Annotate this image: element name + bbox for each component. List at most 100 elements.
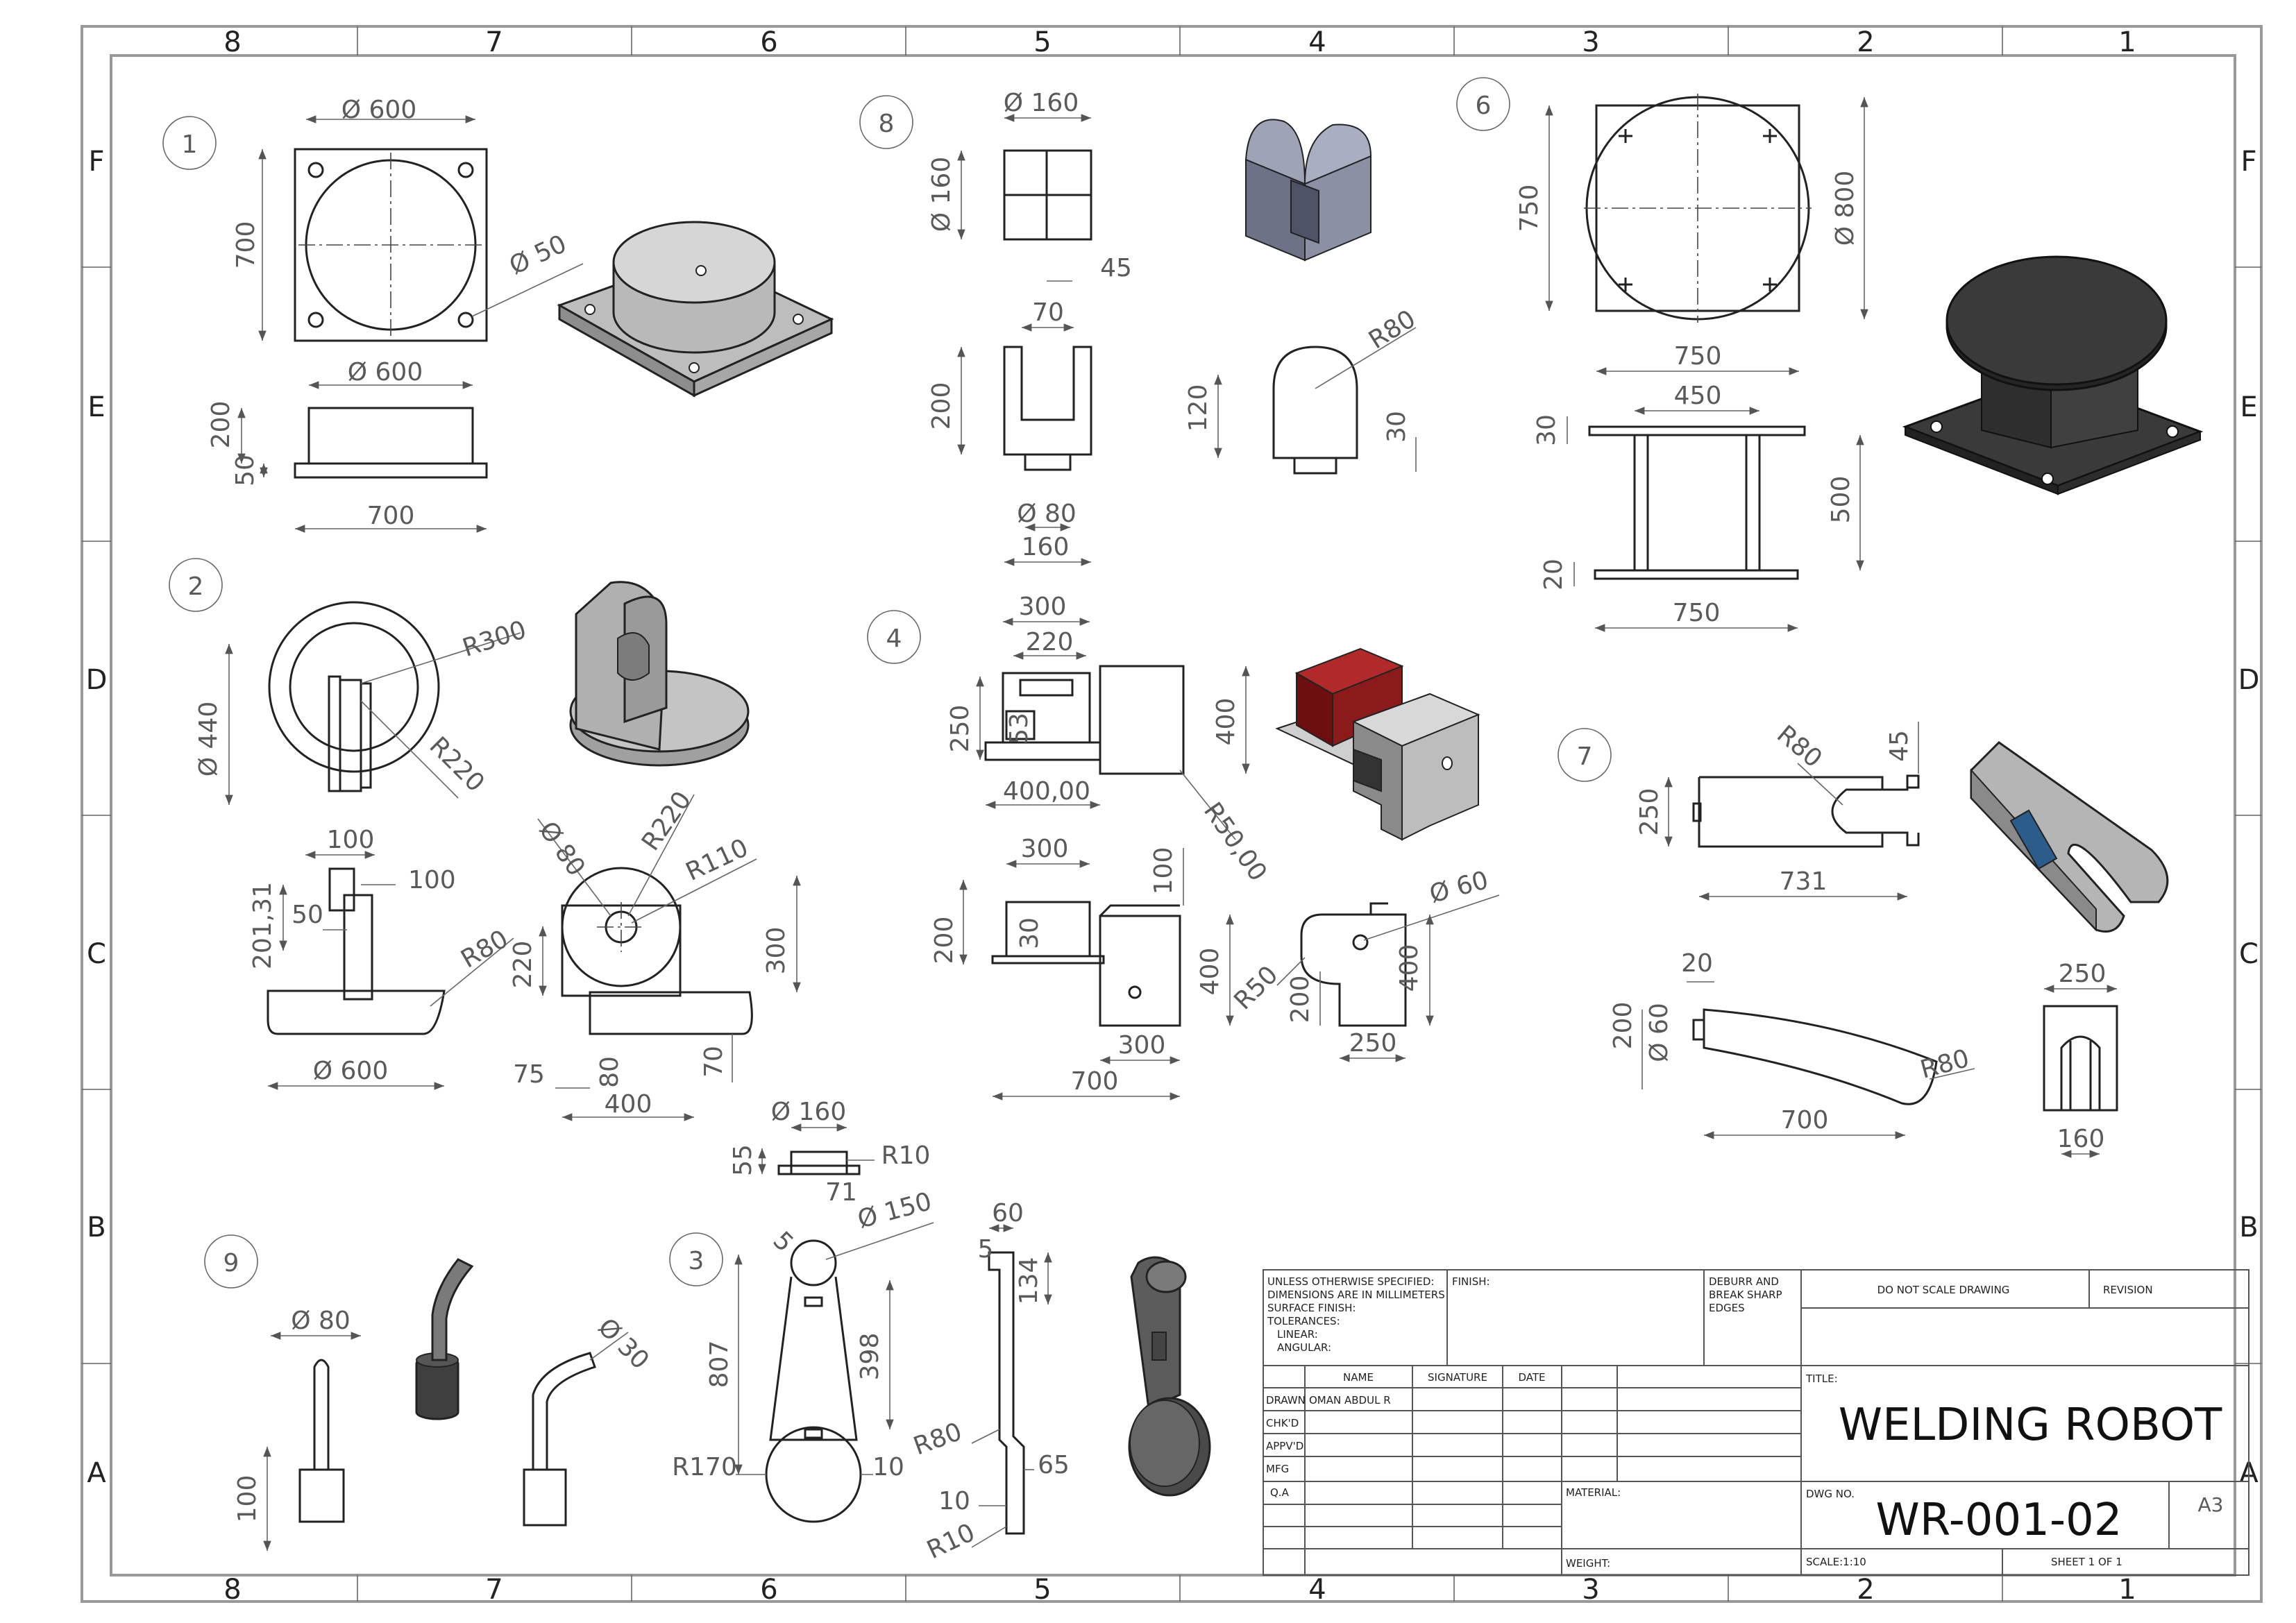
view-4-balloon [867, 610, 921, 664]
tb-drawn-name: OMAN ABDUL R [1309, 1394, 1391, 1407]
view-3-balloon [669, 1232, 723, 1286]
zone-top-4: 4 [1308, 26, 1326, 58]
tb-deburr-1: BREAK SHARP [1709, 1289, 1782, 1301]
v6-dim-20: 20 [1539, 559, 1568, 590]
zone-bottom-7: 7 [485, 1574, 503, 1606]
view-1-balloon [162, 116, 217, 170]
v2-dim-R220-side: R220 [636, 786, 697, 856]
v3-dim-55: 55 [729, 1144, 757, 1176]
v3-dim-398: 398 [856, 1333, 884, 1381]
tb-title-label: TITLE: [1805, 1373, 1838, 1385]
v6-dim-500: 500 [1827, 476, 1855, 524]
zone-left-F: F [88, 146, 104, 178]
zone-right-B: B [2239, 1212, 2258, 1243]
outer-frame [81, 25, 2263, 1603]
zone-labels: 8 7 6 5 4 3 2 1 8 7 6 5 4 3 2 1 F E D C … [86, 26, 2260, 1606]
v4-dim-100: 100 [1149, 847, 1178, 895]
tb-scale: SCALE:1:10 [1806, 1556, 1866, 1568]
v7-dim-200: 200 [1609, 1002, 1637, 1050]
v7-dim-R80-side: R80 [1918, 1044, 1973, 1085]
v8-dim-45: 45 [1100, 254, 1132, 282]
view-7-forearm: 7 250 R80 45 731 20 200 Ø 60 R80 700 250… [1558, 720, 2169, 1158]
v4-dim-250: 250 [946, 705, 974, 753]
v3-dim-65: 65 [1038, 1451, 1070, 1479]
v4-dim-300-bottom: 300 [1118, 1031, 1166, 1060]
tb-do-not-scale: DO NOT SCALE DRAWING [1877, 1284, 2010, 1296]
v2-dim-50: 50 [292, 901, 323, 929]
v2-dim-70: 70 [700, 1046, 728, 1078]
v7-dim-250-end: 250 [2059, 960, 2107, 988]
view-2-balloon [169, 558, 223, 612]
zone-left-D: D [86, 664, 108, 696]
view-1-base-plate: 1 Ø 600 700 Ø 50 Ø 600 200 50 700 [162, 96, 834, 533]
view-9-balloon [204, 1234, 258, 1289]
v4-dim-R50: R50 [1229, 960, 1283, 1015]
tb-note-0: UNLESS OTHERWISE SPECIFIED: [1267, 1275, 1434, 1288]
v4-dim-53: 53 [1005, 713, 1033, 745]
tb-row-drawn: DRAWN [1266, 1394, 1306, 1407]
view-2-rotary-base: 2 Ø 440 R300 R220 100 100 201,31 50 R80 … [169, 558, 801, 1121]
v1-dim-700-bottom: 700 [367, 502, 415, 530]
v8-dim-dia160-top: Ø 160 [1004, 89, 1079, 117]
v3-dim-134: 134 [1015, 1257, 1043, 1305]
tb-note-4: LINEAR: [1277, 1328, 1318, 1341]
v4-dim-R50-00: R50,00 [1198, 797, 1272, 886]
v8-dim-dia160-side: Ø 160 [927, 157, 956, 232]
tb-note-5: ANGULAR: [1277, 1341, 1331, 1354]
v4-dim-220: 220 [1026, 628, 1074, 656]
v3-dim-807: 807 [705, 1341, 734, 1388]
view-7-balloon-number: 7 [1577, 742, 1593, 771]
view-9-balloon-number: 9 [223, 1249, 239, 1277]
v1-dim-700-side: 700 [232, 221, 260, 269]
v4-dim-400-00: 400,00 [1003, 777, 1090, 806]
v7-dim-20: 20 [1681, 949, 1713, 978]
tb-weight-label: WEIGHT: [1566, 1557, 1610, 1570]
tb-size: A3 [2198, 1493, 2224, 1516]
zone-ticks [82, 26, 2261, 1601]
view-8-balloon-number: 8 [879, 110, 895, 138]
v1-dim-200: 200 [207, 401, 235, 449]
tb-note-1: DIMENSIONS ARE IN MILLIMETERS [1267, 1289, 1445, 1301]
v4-dim-300-front: 300 [1021, 835, 1069, 863]
v8-dim-160: 160 [1022, 533, 1070, 561]
zone-bottom-3: 3 [1582, 1574, 1599, 1606]
zone-top-3: 3 [1582, 26, 1599, 58]
v2-dim-dia440: Ø 440 [194, 702, 223, 777]
v7-dim-700: 700 [1781, 1106, 1829, 1135]
v3-dim-R10-side: R10 [922, 1518, 979, 1565]
v1-dim-dia600-front: Ø 600 [348, 358, 423, 386]
v3-dim-71: 71 [825, 1178, 857, 1207]
zone-top-8: 8 [223, 26, 241, 58]
v8-dim-200: 200 [927, 382, 956, 430]
v2-dim-R220: R220 [423, 731, 489, 797]
v1-dim-dia50: Ø 50 [505, 230, 571, 280]
v4-dim-200: 200 [930, 917, 959, 965]
v8-dim-R80: R80 [1364, 305, 1421, 355]
v3-dim-10-side: 10 [938, 1487, 970, 1515]
zone-left-A: A [87, 1457, 106, 1489]
tb-col-name: NAME [1343, 1371, 1374, 1384]
tb-deburr-0: DEBURR AND [1709, 1275, 1779, 1288]
tb-note-3: TOLERANCES: [1267, 1315, 1340, 1327]
zone-top-7: 7 [485, 26, 503, 58]
v6-dim-450: 450 [1674, 382, 1722, 410]
v8-dim-dia80: Ø 80 [1017, 500, 1077, 528]
v2-dim-75: 75 [513, 1060, 545, 1089]
v8-dim-70: 70 [1032, 298, 1064, 327]
v2-dim-100-a: 100 [327, 826, 375, 854]
tb-row-chkd: CHK'D [1266, 1417, 1299, 1429]
v9-dim-dia30: Ø 30 [592, 1313, 655, 1375]
view-8-balloon [859, 95, 913, 149]
view-8-joint: 8 Ø 160 Ø 160 45 70 200 Ø 80 160 R80 120… [859, 89, 1421, 566]
tb-row-appvd: APPV'D [1266, 1440, 1303, 1452]
v4-dim-250-side: 250 [1349, 1029, 1397, 1057]
v4-dim-400-side: 400 [1395, 944, 1424, 992]
zone-bottom-6: 6 [760, 1574, 777, 1606]
v7-dim-160: 160 [2057, 1125, 2105, 1153]
v3-dim-60: 60 [992, 1199, 1024, 1227]
v6-dim-750-top: 750 [1674, 342, 1722, 371]
v1-dim-dia600-top: Ø 600 [341, 96, 417, 124]
v3-dim-R80: R80 [910, 1418, 966, 1461]
zone-left-C: C [87, 938, 106, 970]
v6-dim-dia800: Ø 800 [1831, 171, 1859, 246]
